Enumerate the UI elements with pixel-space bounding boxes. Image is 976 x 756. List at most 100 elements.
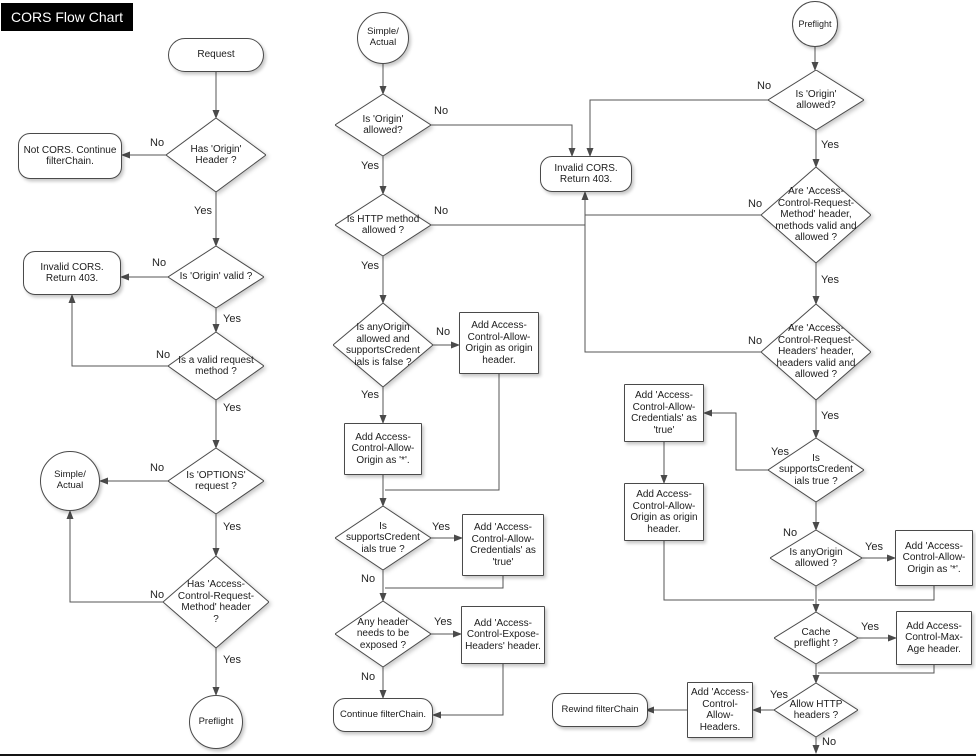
decision-allow-http-headers: Allow HTTP headers ? [774, 683, 858, 737]
edge-addorigin-mid-merge [385, 374, 500, 491]
edge-label-anyorigincred-no: No [436, 326, 451, 338]
diamond-shape [168, 332, 264, 400]
decision-has-origin-header-label: Has 'Origin' Header ? [190, 143, 242, 167]
decision-anyorigin-cred-false-label: Is anyOrigin allowed and supportsCredent… [346, 322, 420, 368]
terminal-invalid-cors-left: Invalid CORS. Return 403. [23, 251, 121, 295]
edge-label-options-no: No [150, 462, 165, 474]
edge-acrhvalid-no [581, 191, 761, 353]
decision-http-method-allowed: Is HTTP method allowed ? [335, 194, 431, 256]
decision-supports-cred-right-label: Is supportsCredent ials true ? [779, 452, 853, 487]
edge-label-supportscred-right-no: No [783, 527, 798, 539]
decision-valid-request-method: Is a valid request method ? [168, 332, 264, 400]
diamond-shape [166, 118, 266, 192]
edge-label-acrmvalid-yes: Yes [821, 274, 839, 286]
process-add-allow-headers-label: Add 'Access- Control- Allow- Headers. [690, 687, 750, 733]
decision-supports-cred-mid: Is supportsCredent ials true ? [335, 506, 431, 570]
terminal-not-cors: Not CORS. Continue filterChain. [18, 133, 122, 179]
process-add-acac-true-right: Add 'Access- Control-Allow- Credentials'… [624, 384, 704, 442]
process-add-acac-true-mid: Add 'Access- Control-Allow- Credentials'… [462, 514, 544, 576]
diamond-shape [335, 601, 431, 667]
edge-label-acrmvalid-no: No [748, 198, 763, 210]
edge-label-hasorigin-no: No [150, 137, 165, 149]
process-add-max-age: Add Access- Control-Max- Age header. [896, 611, 972, 665]
diamond-shape [335, 94, 431, 156]
edge-label-originallowed-right-no: No [757, 80, 772, 92]
decision-cache-preflight-label: Cache preflight ? [794, 626, 838, 650]
terminal-simple-actual-mid: Simple/ Actual [357, 12, 409, 64]
terminal-preflight-right: Preflight [792, 1, 838, 47]
process-add-acao-origin-right-label: Add Access- Control-Allow- Origin as ori… [630, 489, 698, 535]
edge-maxage-merge [818, 665, 935, 674]
terminal-simple-actual-left-label: Simple/ Actual [54, 469, 86, 491]
edge-label-hasacrm-yes: Yes [223, 654, 241, 666]
page-bottom-edge [0, 754, 976, 756]
edge-addexpose-to-continue [432, 664, 504, 719]
diamond-shape [168, 448, 264, 514]
decision-origin-allowed-mid: Is 'Origin' allowed? [335, 94, 431, 156]
decision-origin-allowed-mid-label: Is 'Origin' allowed? [362, 113, 404, 137]
process-add-expose-headers: Add 'Access- Control-Expose- Headers' he… [461, 606, 545, 664]
edge-label-originallowed-mid-no: No [434, 105, 449, 117]
edge-addcred-mid-merge [385, 576, 504, 589]
diamond-shape [768, 70, 864, 130]
edge-label-originvalid-no: No [152, 257, 167, 269]
edge-label-httpmethod-yes: Yes [361, 260, 379, 272]
process-add-acao-origin-mid: Add Access- Control-Allow- Origin as ori… [459, 312, 539, 374]
decision-http-method-allowed-label: Is HTTP method allowed ? [346, 213, 420, 237]
decision-valid-request-method-label: Is a valid request method ? [178, 354, 254, 378]
decision-origin-allowed-right: Is 'Origin' allowed? [768, 70, 864, 130]
decision-cache-preflight: Cache preflight ? [774, 612, 858, 664]
edge-label-anyorigin-right-yes: Yes [865, 541, 883, 553]
terminal-not-cors-label: Not CORS. Continue filterChain. [23, 144, 117, 168]
decision-has-acrm-header: Has 'Access- Control-Request- Method' he… [163, 556, 269, 648]
edge-label-allowheaders-no: No [822, 736, 837, 748]
process-add-acac-true-right-label: Add 'Access- Control-Allow- Credentials'… [631, 390, 697, 436]
edge-label-validmethod-yes: Yes [223, 402, 241, 414]
terminal-invalid-cors-mid-label: Invalid CORS. Return 403. [554, 162, 618, 186]
edge-label-supportscred-mid-yes: Yes [432, 521, 450, 533]
terminal-request: Request [168, 38, 264, 72]
process-add-acac-true-mid-label: Add 'Access- Control-Allow- Credentials'… [470, 522, 536, 568]
edge-originallowed-right-no [586, 99, 768, 157]
decision-is-origin-valid: Is 'Origin' valid ? [168, 246, 264, 308]
diamond-shape [163, 556, 269, 648]
terminal-simple-actual-mid-label: Simple/ Actual [367, 26, 399, 48]
edge-label-acrhvalid-no: No [748, 335, 763, 347]
edge-label-originallowed-mid-yes: Yes [361, 160, 379, 172]
edge-label-originvalid-yes: Yes [223, 313, 241, 325]
terminal-simple-actual-left: Simple/ Actual [40, 451, 100, 511]
terminal-continue-filterchain-label: Continue filterChain. [339, 708, 427, 720]
decision-anyorigin-allowed-label: Is anyOrigin allowed ? [789, 546, 843, 570]
edge-label-originallowed-right-yes: Yes [821, 139, 839, 151]
edge-supportscred-right-yes [703, 409, 768, 471]
decision-is-options-request-label: Is 'OPTIONS' request ? [186, 469, 246, 493]
decision-anyorigin-cred-false: Is anyOrigin allowed and supportsCredent… [333, 303, 433, 387]
process-add-acao-star-mid: Add Access- Control-Allow- Origin as '*'… [344, 423, 422, 475]
diamond-shape [774, 612, 858, 664]
decision-acrm-valid-label: Are 'Access- Control-Request- Method' he… [775, 186, 857, 244]
edge-label-options-yes: Yes [223, 521, 241, 533]
edge-addorigin-right-merge [663, 541, 814, 601]
terminal-continue-filterchain: Continue filterChain. [333, 698, 433, 732]
diamond-shape [774, 683, 858, 737]
process-add-acao-origin-right: Add Access- Control-Allow- Origin as ori… [624, 483, 704, 541]
decision-has-origin-header: Has 'Origin' Header ? [166, 118, 266, 192]
decision-is-options-request: Is 'OPTIONS' request ? [168, 448, 264, 514]
diamond-shape [168, 246, 264, 308]
edge-label-acrhvalid-yes: Yes [821, 410, 839, 422]
diamond-shape [333, 303, 433, 387]
terminal-rewind-filterchain-label: Rewind filterChain [561, 703, 639, 715]
edge-label-validmethod-no: No [156, 349, 171, 361]
diamond-shape [768, 438, 864, 502]
edge-label-cache-yes: Yes [861, 621, 879, 633]
edge-label-hasacrm-no: No [150, 589, 165, 601]
process-add-acao-origin-mid-label: Add Access- Control-Allow- Origin as ori… [465, 320, 533, 366]
diamond-shape [335, 194, 431, 256]
decision-acrh-valid-label: Are 'Access- Control-Request- Headers' h… [776, 323, 856, 381]
decision-allow-http-headers-label: Allow HTTP headers ? [789, 698, 843, 722]
process-add-expose-headers-label: Add 'Access- Control-Expose- Headers' he… [465, 617, 541, 652]
process-add-acao-star-right: Add 'Access- Control-Allow- Origin as '*… [895, 530, 973, 586]
chart-title: CORS Flow Chart [1, 3, 134, 31]
